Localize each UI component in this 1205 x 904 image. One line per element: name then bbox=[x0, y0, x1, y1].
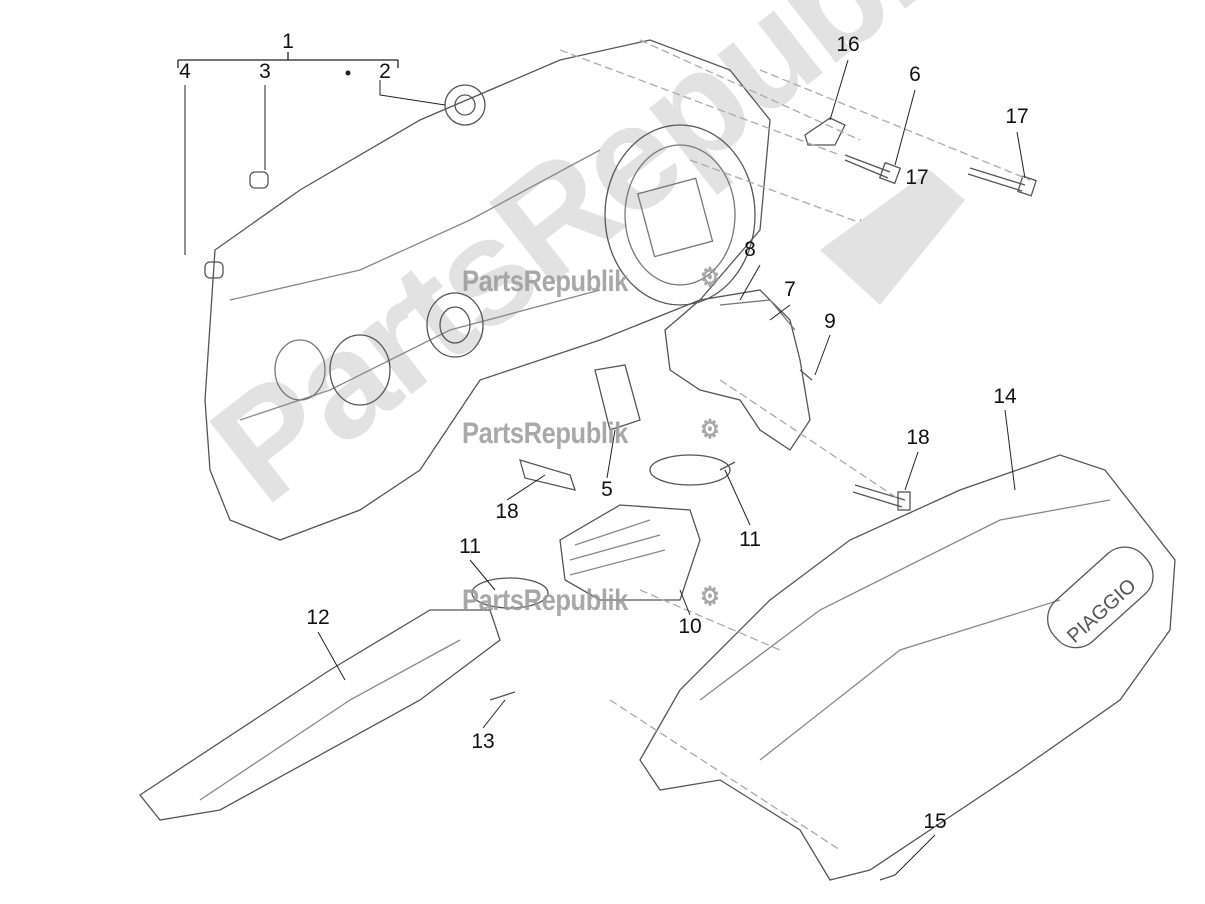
clamp-part-11b bbox=[471, 577, 549, 609]
watermark-flag-icon bbox=[820, 170, 965, 305]
outer-cover-part-14 bbox=[639, 454, 1176, 881]
callout-6: 6 bbox=[909, 63, 921, 86]
air-duct-part-12 bbox=[139, 609, 501, 821]
alignment-lines bbox=[559, 39, 1031, 851]
screw-part-18 bbox=[852, 484, 906, 508]
seal-ring-part-2 bbox=[444, 84, 486, 126]
callout-17: 17 bbox=[905, 166, 929, 189]
callout-11: 11 bbox=[739, 528, 761, 551]
callout-12: 12 bbox=[306, 606, 330, 629]
group-bracket bbox=[177, 52, 399, 68]
callout-1: 1 bbox=[282, 30, 294, 53]
cover-plug bbox=[426, 292, 484, 358]
callout-10: 10 bbox=[678, 615, 702, 638]
gear-flag-icon: ⚙ bbox=[700, 414, 720, 444]
callout-8: 8 bbox=[744, 238, 756, 261]
callout-18: 18 bbox=[906, 426, 930, 449]
callout-11: 11 bbox=[459, 535, 481, 558]
spacer-part-18 bbox=[519, 459, 576, 491]
callout-2: 2 bbox=[379, 60, 391, 83]
watermark-text: PartsRepublik bbox=[462, 265, 628, 298]
bushing-part-4 bbox=[204, 261, 224, 279]
watermark-text: PartsRepublik bbox=[462, 584, 628, 617]
bracket-part-16 bbox=[804, 117, 846, 146]
callout-13: 13 bbox=[471, 730, 495, 753]
screw-part-15 bbox=[879, 874, 896, 881]
callout-17: 17 bbox=[1005, 105, 1029, 128]
screw-part-17 bbox=[967, 167, 1026, 192]
callout-15: 15 bbox=[923, 810, 947, 833]
crankcase-cover bbox=[204, 39, 771, 541]
watermark-text: PartsRepublik bbox=[462, 417, 628, 450]
callout-18: 18 bbox=[495, 500, 519, 523]
brand-badge bbox=[1047, 546, 1154, 649]
callout-14: 14 bbox=[993, 385, 1017, 408]
clamp-part-11 bbox=[649, 454, 731, 486]
callout-leaders bbox=[184, 59, 1026, 876]
screw-part-9 bbox=[799, 369, 813, 381]
gear-flag-icon: ⚙ bbox=[700, 262, 720, 292]
sleeve-part-5 bbox=[594, 364, 641, 431]
callout-16: 16 bbox=[836, 33, 860, 56]
gear-flag-icon: ⚙ bbox=[700, 581, 720, 611]
bushing-part-3 bbox=[249, 171, 269, 189]
callout-9: 9 bbox=[824, 310, 836, 333]
clutch-housing-dome bbox=[604, 124, 756, 306]
callout-3: 3 bbox=[259, 60, 271, 83]
rubber-boot-part-10 bbox=[559, 504, 701, 601]
callout-4: 4 bbox=[179, 60, 191, 83]
callout-7: 7 bbox=[784, 278, 796, 301]
duct-part-7 bbox=[664, 289, 811, 451]
screw-part-13 bbox=[489, 691, 516, 701]
callout-5: 5 bbox=[601, 478, 613, 501]
